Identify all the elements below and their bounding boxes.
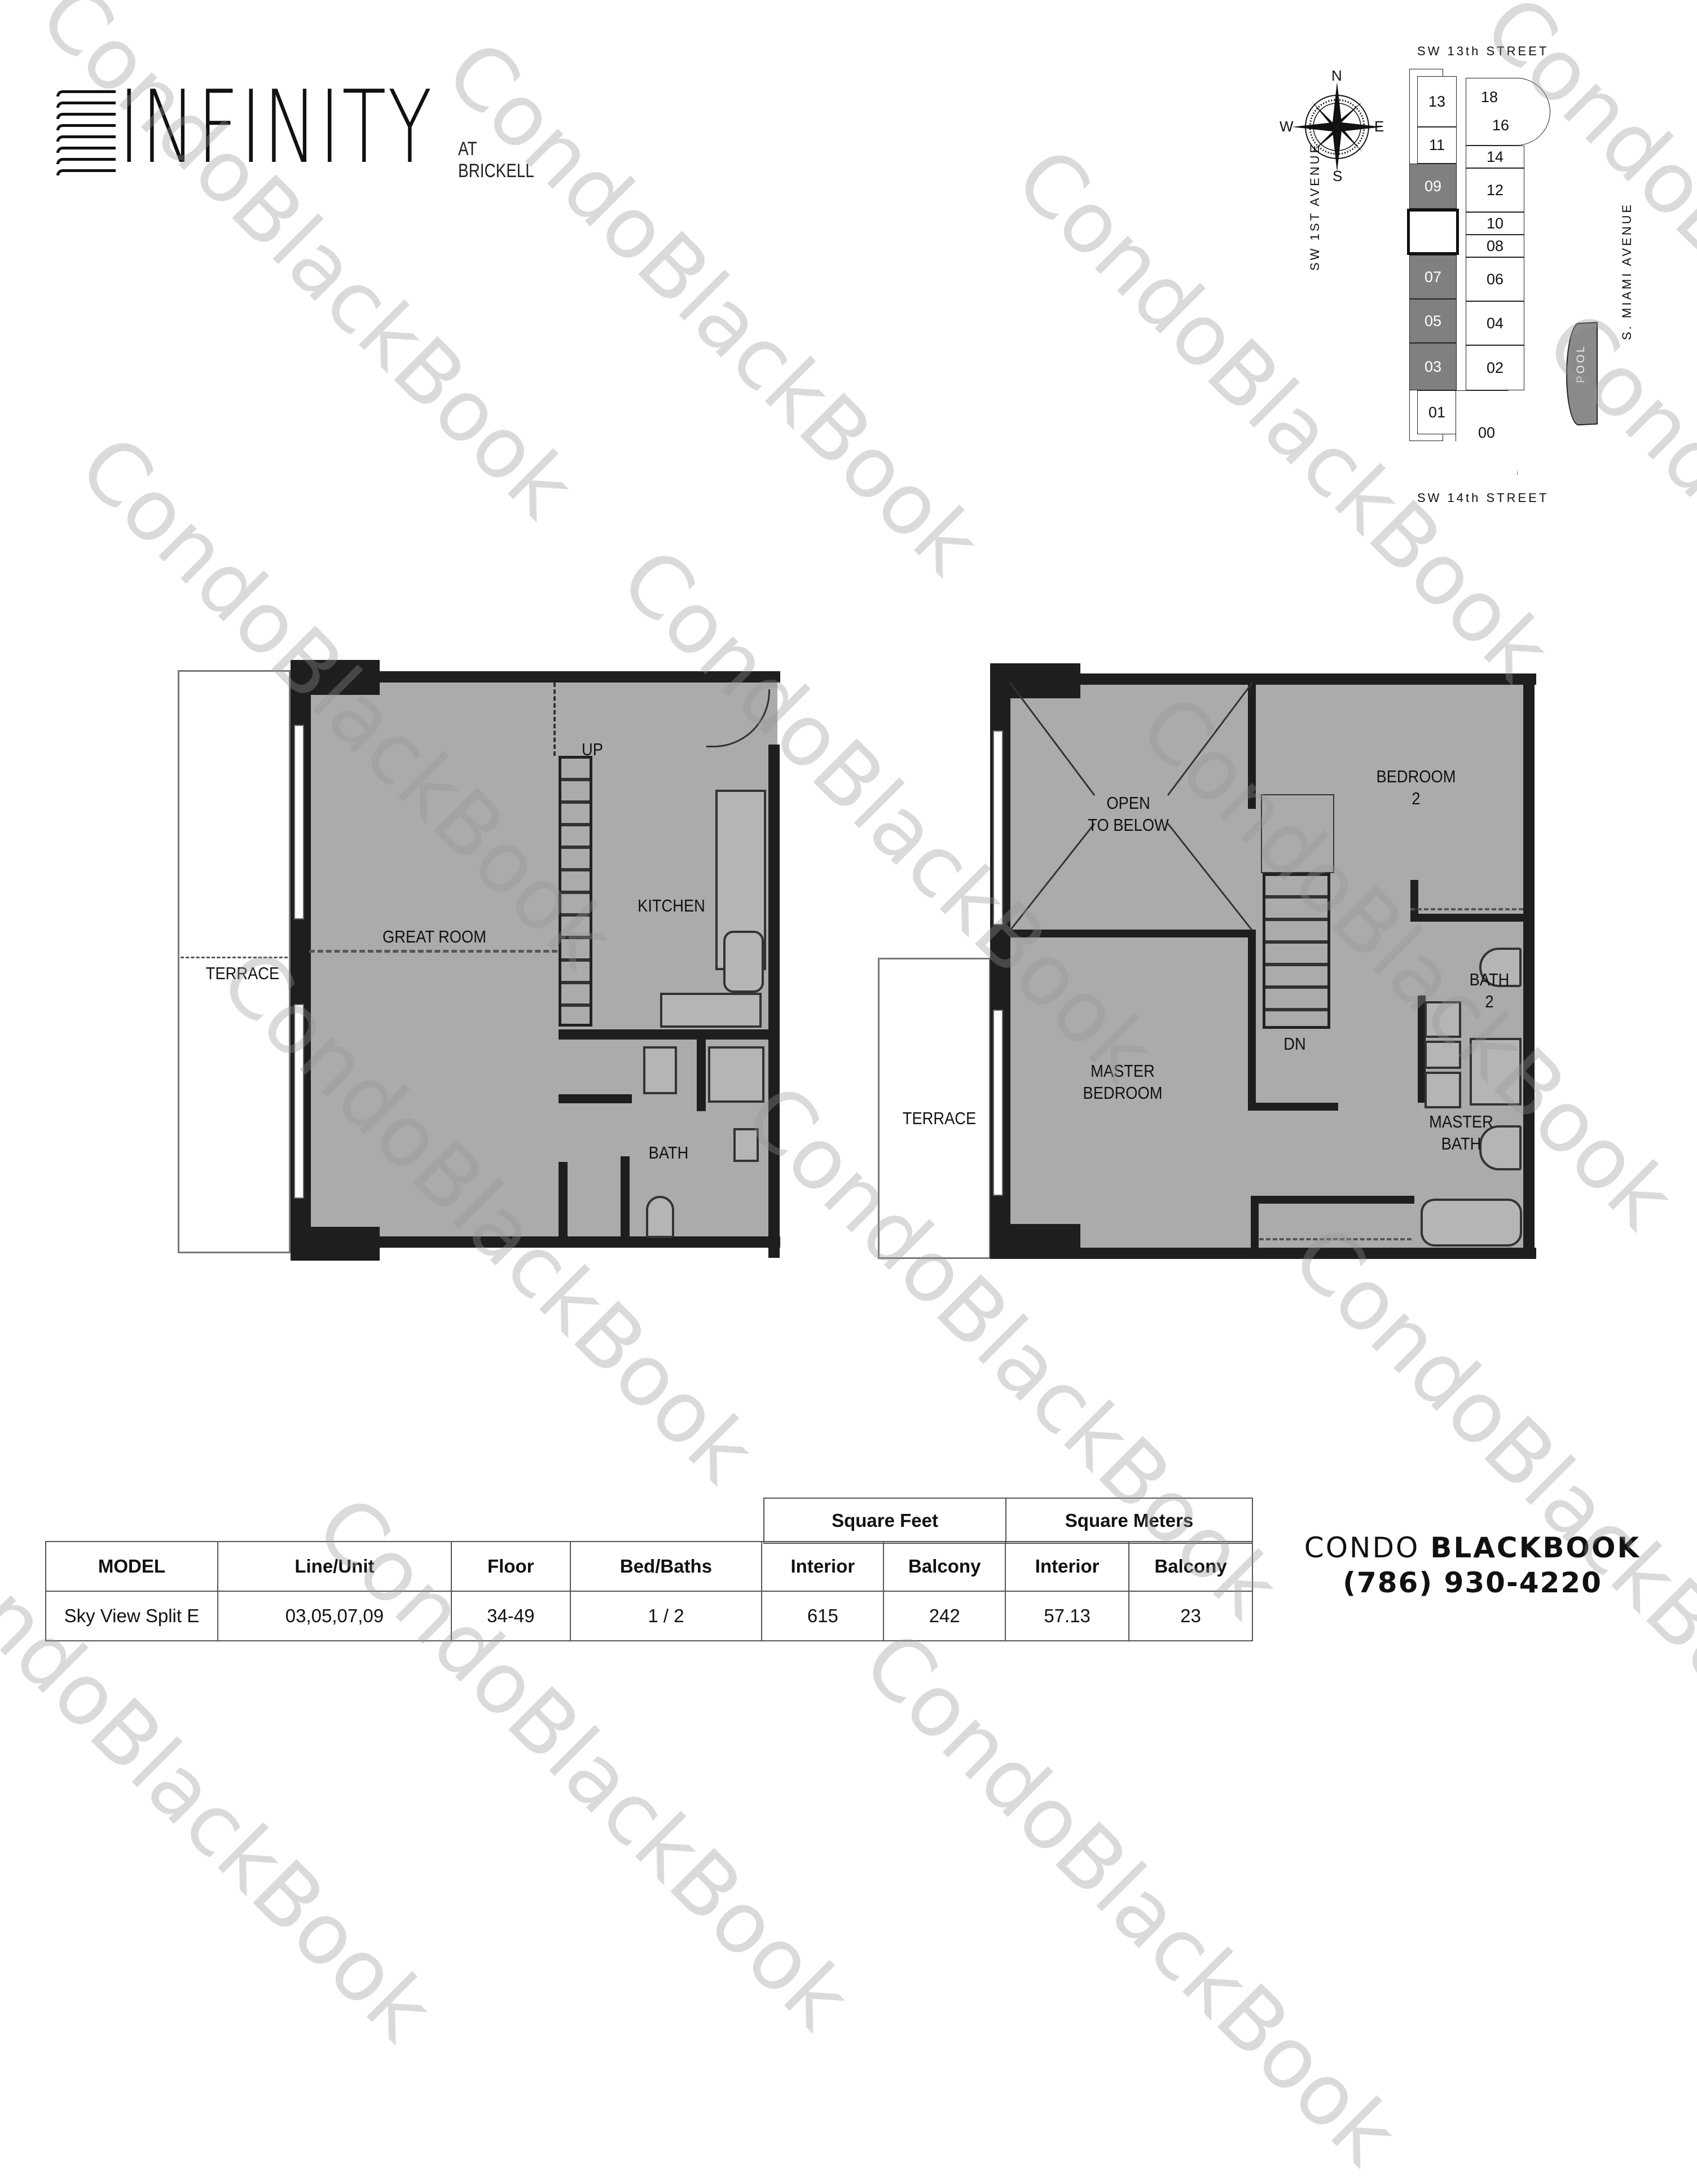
col-bed-baths: Bed/Baths	[569, 1541, 763, 1592]
bathtub-icon	[1421, 1199, 1522, 1247]
condo-blackbook-brand: CONDO BLACKBOOK (786) 930-4220	[1275, 1531, 1670, 1599]
table-header-row: MODEL Line/Unit Floor Bed/Baths Interior…	[45, 1541, 1253, 1592]
window	[294, 1004, 304, 1199]
label-terrace-upper: TERRACE	[902, 1108, 977, 1128]
sink-icon	[1425, 1072, 1461, 1108]
group-header-sqm: Square Meters	[1005, 1498, 1253, 1544]
unit-10: 10	[1466, 212, 1524, 235]
sink-icon	[1425, 1001, 1461, 1038]
unit-12: 12	[1466, 168, 1524, 212]
window	[993, 730, 1003, 925]
cell-line-unit: 03,05,07,09	[217, 1591, 452, 1641]
label-great-room: GREAT ROOM	[383, 927, 486, 946]
brand-phone[interactable]: (786) 930-4220	[1343, 1566, 1602, 1599]
infinity-logo: INFINITY AT BRICKELL	[56, 69, 575, 186]
label-up: UP	[582, 739, 603, 759]
cabinet-icon	[1425, 1041, 1461, 1069]
toilet-icon	[646, 1196, 674, 1238]
unit-03: 03	[1409, 343, 1457, 390]
brand-name: CONDO BLACKBOOK	[1304, 1531, 1641, 1564]
cell-sqft-interior: 615	[761, 1591, 885, 1641]
sink-icon	[723, 931, 764, 993]
sink-icon	[733, 1128, 759, 1162]
label-terrace-lower: TERRACE	[205, 963, 280, 983]
cell-bed-baths: 1 / 2	[569, 1591, 763, 1641]
col-line-unit: Line/Unit	[217, 1541, 452, 1592]
logo-wave-icon	[56, 90, 118, 175]
table-row: Sky View Split E 03,05,07,09 34-49 1 / 2…	[45, 1591, 1253, 1641]
label-dn: DN	[1283, 1034, 1306, 1054]
open-to-below-cross	[1010, 682, 1252, 931]
unit-07: 07	[1409, 255, 1457, 299]
unit-11: 11	[1417, 127, 1457, 164]
window	[993, 1010, 1003, 1196]
unit-06: 06	[1466, 257, 1524, 301]
col-model: MODEL	[45, 1541, 218, 1592]
unit-18: 18	[1480, 89, 1498, 105]
cell-sqm-interior: 57.13	[1005, 1591, 1130, 1641]
unit-09: 09	[1409, 164, 1457, 209]
stair-down[interactable]	[1263, 873, 1330, 1029]
lower-terrace	[178, 670, 291, 1253]
watermark: CondoBlackBook	[1527, 293, 1697, 865]
unit-14: 14	[1466, 146, 1524, 168]
col-sqm-balcony: Balcony	[1128, 1541, 1253, 1592]
pool-label: POOL	[1575, 344, 1587, 383]
cell-floor: 34-49	[451, 1591, 571, 1641]
lower-floor	[309, 681, 777, 1245]
elevator-core	[1407, 209, 1459, 255]
shower-icon	[1470, 1038, 1522, 1106]
toilet-icon	[1479, 948, 1522, 987]
logo-title: INFINITY	[118, 69, 434, 186]
upper-terrace	[878, 958, 991, 1259]
cell-sqft-balcony: 242	[883, 1591, 1006, 1641]
unit-05: 05	[1409, 299, 1457, 343]
col-sqft-interior: Interior	[761, 1541, 885, 1592]
street-south: SW 14th STREET	[1417, 491, 1549, 505]
compass-rose-icon: N S W E	[1280, 67, 1384, 184]
window	[294, 725, 304, 919]
cell-sqm-balcony: 23	[1128, 1591, 1253, 1641]
watermark: CondoBlackBook	[844, 1613, 1416, 2184]
unit-13: 13	[1417, 76, 1457, 127]
spec-table: MODEL Line/Unit Floor Bed/Baths Interior…	[45, 1541, 1253, 1641]
unit-08: 08	[1466, 235, 1524, 257]
cell-model: Sky View Split E	[45, 1591, 218, 1641]
street-north: SW 13th STREET	[1417, 44, 1549, 58]
col-sqft-balcony: Balcony	[883, 1541, 1006, 1592]
unit-04: 04	[1466, 301, 1524, 345]
label-kitchen: KITCHEN	[638, 896, 705, 915]
shower-icon	[708, 1046, 764, 1103]
watermark: CondoBlackBook	[1273, 1207, 1697, 1778]
stair-up[interactable]	[559, 756, 592, 1027]
unit-16: 16	[1492, 117, 1510, 134]
spec-table-group-header: Square Feet Square Meters	[763, 1498, 1253, 1544]
group-header-sqft: Square Feet	[763, 1498, 1007, 1544]
col-floor: Floor	[451, 1541, 571, 1592]
logo-subtitle: AT BRICKELL	[458, 138, 534, 182]
unit-00: 00	[1456, 390, 1518, 475]
unit-02: 02	[1466, 345, 1524, 390]
tower-curve	[1466, 78, 1550, 146]
col-sqm-interior: Interior	[1005, 1541, 1130, 1592]
toilet-icon	[1479, 1125, 1522, 1170]
unit-01: 01	[1417, 390, 1457, 434]
label-bath: BATH	[648, 1143, 689, 1163]
cooktop-icon	[660, 993, 762, 1028]
washer-icon	[643, 1046, 677, 1094]
